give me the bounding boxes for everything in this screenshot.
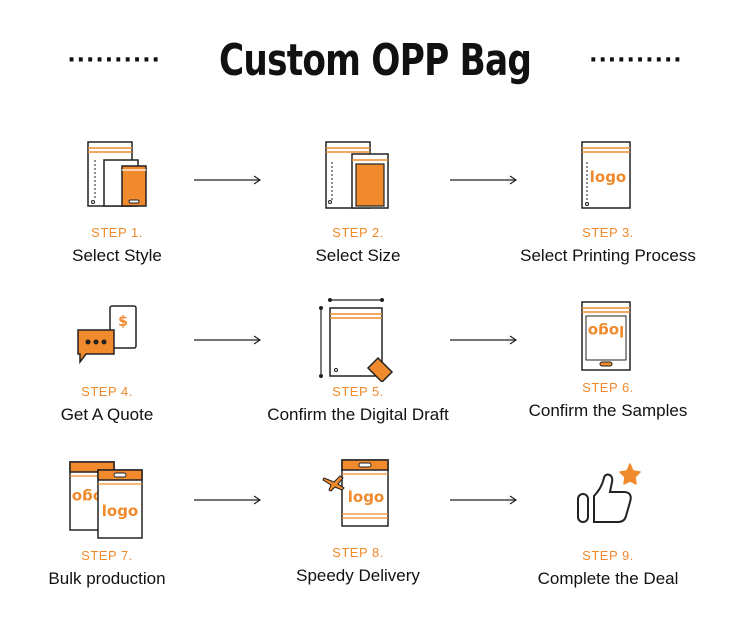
- step-label: Speedy Delivery: [296, 566, 420, 585]
- bags-stack-icon: [87, 141, 147, 207]
- step-number: STEP 8.: [332, 545, 384, 560]
- arrow-icon: [450, 175, 518, 185]
- chat-quote-icon: $: [77, 305, 137, 365]
- step-1: STEP 1. Select Style: [0, 225, 242, 266]
- logo-bag-icon: logo: [581, 141, 631, 209]
- step-number: STEP 5.: [332, 384, 384, 399]
- arrow-icon: [450, 335, 518, 345]
- arrow-icon: [450, 495, 518, 505]
- step-4: STEP 4. Get A Quote: [0, 384, 232, 425]
- step-label: Select Printing Process: [520, 246, 696, 265]
- step-label: Confirm the Digital Draft: [267, 405, 449, 424]
- step-6: STEP 6. Confirm the Samples: [483, 380, 733, 421]
- step-label: Get A Quote: [60, 405, 154, 424]
- title-dots-left: ··········: [67, 47, 161, 73]
- step-label: Select Style: [72, 246, 162, 265]
- sample-bag-icon: logo: [581, 301, 631, 371]
- step-number: STEP 9.: [582, 548, 634, 563]
- delivery-plane-icon: logo: [322, 459, 389, 527]
- title-dots-right: ··········: [589, 47, 683, 73]
- step-number: STEP 2.: [332, 225, 384, 240]
- step-2: STEP 2. Select Size: [233, 225, 483, 266]
- logo-text: logo: [348, 488, 385, 506]
- arrow-icon: [194, 175, 262, 185]
- step-5: STEP 5. Confirm the Digital Draft: [233, 384, 483, 425]
- step-label: Complete the Deal: [537, 569, 679, 588]
- step-number: STEP 4.: [81, 384, 133, 399]
- svg-text:$: $: [118, 314, 128, 330]
- step-label: Bulk production: [48, 569, 166, 588]
- bag-size-icon: [325, 141, 389, 209]
- step-number: STEP 6.: [582, 380, 634, 395]
- thumbs-up-icon: [577, 463, 641, 523]
- logo-text: logo: [102, 502, 139, 520]
- page-header: ·········· Custom OPP Bag ··········: [0, 30, 750, 90]
- step-8: STEP 8. Speedy Delivery: [233, 545, 483, 586]
- arrow-icon: [194, 495, 262, 505]
- step-number: STEP 1.: [91, 225, 143, 240]
- arrow-icon: [194, 335, 262, 345]
- logo-text: logo: [590, 168, 627, 186]
- draft-pen-icon: [319, 298, 394, 382]
- bulk-bags-icon: logo logo: [69, 461, 143, 539]
- logo-text: logo: [588, 322, 625, 340]
- step-7: STEP 7. Bulk production: [0, 548, 232, 589]
- step-number: STEP 3.: [582, 225, 634, 240]
- page-title: Custom OPP Bag: [218, 34, 532, 86]
- step-label: Confirm the Samples: [528, 401, 688, 420]
- step-3: STEP 3. Select Printing Process: [483, 225, 733, 266]
- step-number: STEP 7.: [81, 548, 133, 563]
- step-label: Select Size: [315, 246, 401, 265]
- step-9: STEP 9. Complete the Deal: [483, 548, 733, 589]
